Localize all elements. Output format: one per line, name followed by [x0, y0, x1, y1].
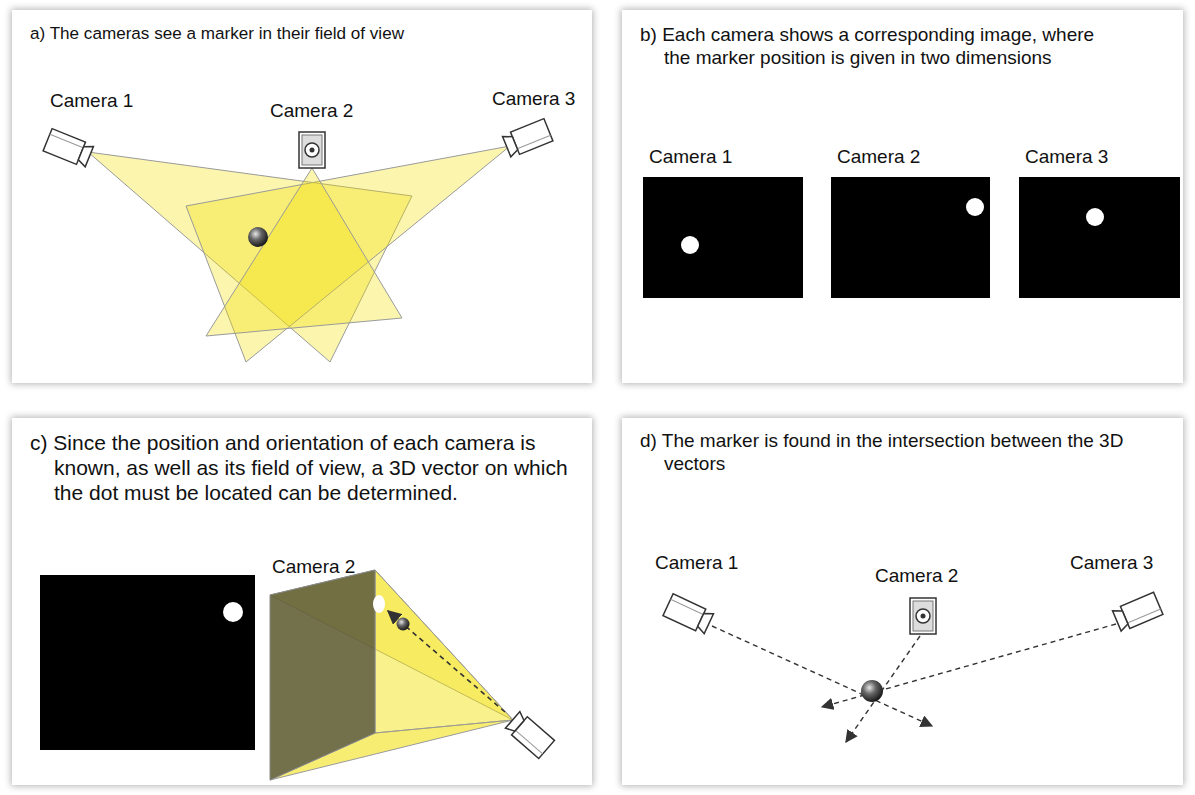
figure-panel: b) Each camera shows a corresponding ima…: [622, 10, 1183, 383]
camera-label: Camera 3: [492, 88, 575, 111]
camera-label: Camera 2: [875, 565, 958, 588]
view-vectors: [712, 624, 1116, 742]
camera-icon: [505, 711, 555, 759]
camera-label: Camera 1: [655, 552, 738, 575]
panel-heading: c) Since the position and orientation of…: [30, 430, 578, 506]
marker-dot: [223, 602, 243, 622]
view-vector: [822, 624, 1116, 707]
marker-dot: [966, 198, 984, 216]
marker-dot: [681, 236, 699, 254]
marker-sphere: [397, 618, 410, 631]
frustum-face: [375, 570, 513, 733]
camera-label: Camera 1: [50, 90, 133, 113]
camera-icon: [502, 119, 553, 158]
camera-label: Camera 2: [270, 100, 353, 123]
camera-image: [40, 575, 255, 750]
field-of-view-cones: [88, 146, 510, 362]
camera-icon: [1112, 592, 1163, 632]
panel-heading: b) Each camera shows a corresponding ima…: [640, 24, 1095, 70]
marker-sphere: [248, 227, 268, 247]
figure-panel: a) The cameras see a marker in their fie…: [12, 10, 592, 383]
panel-heading: a) The cameras see a marker in their fie…: [30, 24, 590, 45]
view-vector: [846, 636, 920, 742]
marker-dot: [1086, 208, 1104, 226]
panel-heading: d) The marker is found in the intersecti…: [640, 430, 1170, 476]
figure-panel: c) Since the position and orientation of…: [12, 418, 592, 785]
view-vector: [712, 626, 932, 726]
view-frustum: [270, 570, 513, 780]
figure-panel: d) The marker is found in the intersecti…: [622, 418, 1183, 785]
camera-icon: [910, 598, 936, 634]
camera-icon: [299, 132, 325, 168]
view-vector: [388, 611, 505, 712]
camera-icon: [43, 129, 94, 168]
projected-dot: [373, 595, 385, 613]
camera2-cone: [206, 168, 402, 336]
marker-sphere: [861, 680, 883, 702]
camera-image: Camera 1: [643, 177, 803, 298]
camera-label: Camera 2: [272, 556, 355, 579]
camera3-cone: [186, 146, 510, 362]
camera-name: Camera 3: [1025, 146, 1108, 169]
camera-label: Camera 3: [1070, 552, 1153, 575]
camera-image: Camera 2: [831, 177, 990, 298]
camera-name: Camera 1: [649, 146, 732, 169]
camera-icon: [663, 594, 714, 635]
camera-image: Camera 3: [1019, 177, 1180, 298]
camera-name: Camera 2: [837, 146, 920, 169]
image-plane: [270, 570, 375, 780]
